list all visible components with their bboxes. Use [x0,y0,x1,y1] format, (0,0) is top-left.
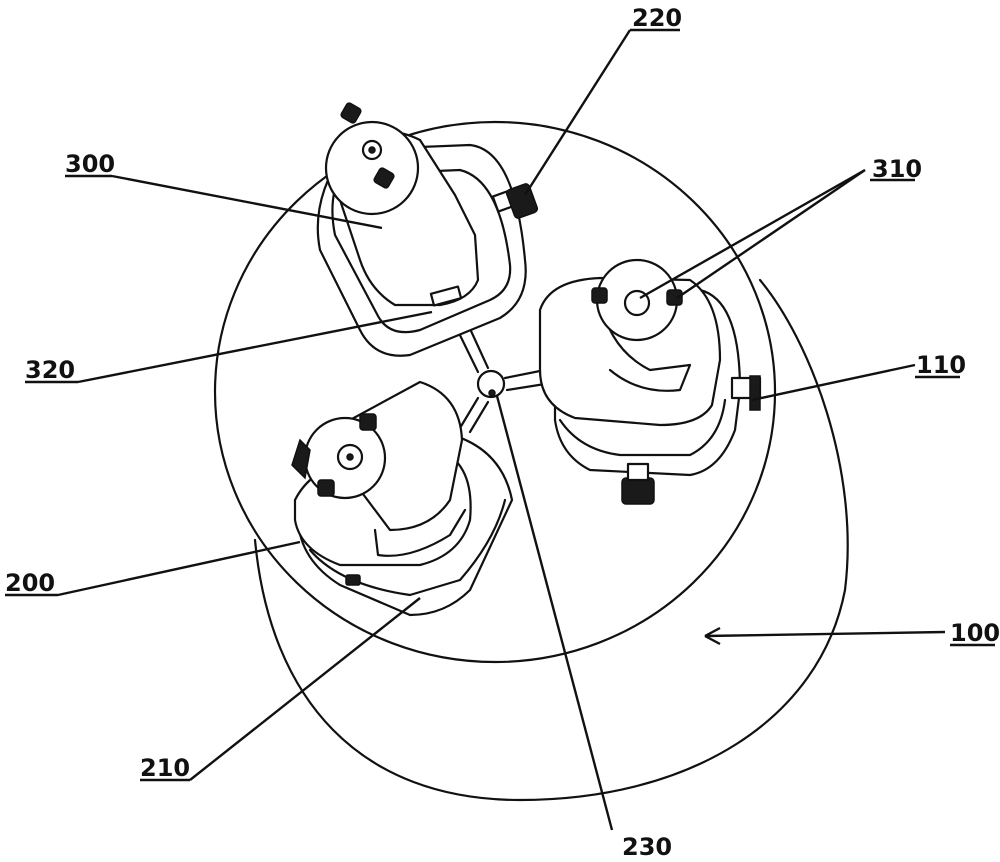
label-100: 100 [950,619,1000,647]
label-110: 110 [916,351,966,379]
label-230: 230 [622,833,672,861]
reference-labels: 220 300 310 320 110 200 100 210 230 [5,4,1000,861]
label-200: 200 [5,569,55,597]
label-220: 220 [632,4,682,32]
label-310: 310 [872,155,922,183]
module-310 [538,258,762,505]
base-cylinder [213,120,849,802]
module-200 [291,380,514,617]
module-300 [316,102,539,357]
label-300: 300 [65,150,115,178]
central-hub [453,318,547,434]
label-320: 320 [25,356,75,384]
leader-lines [5,28,995,831]
label-210: 210 [140,754,190,782]
